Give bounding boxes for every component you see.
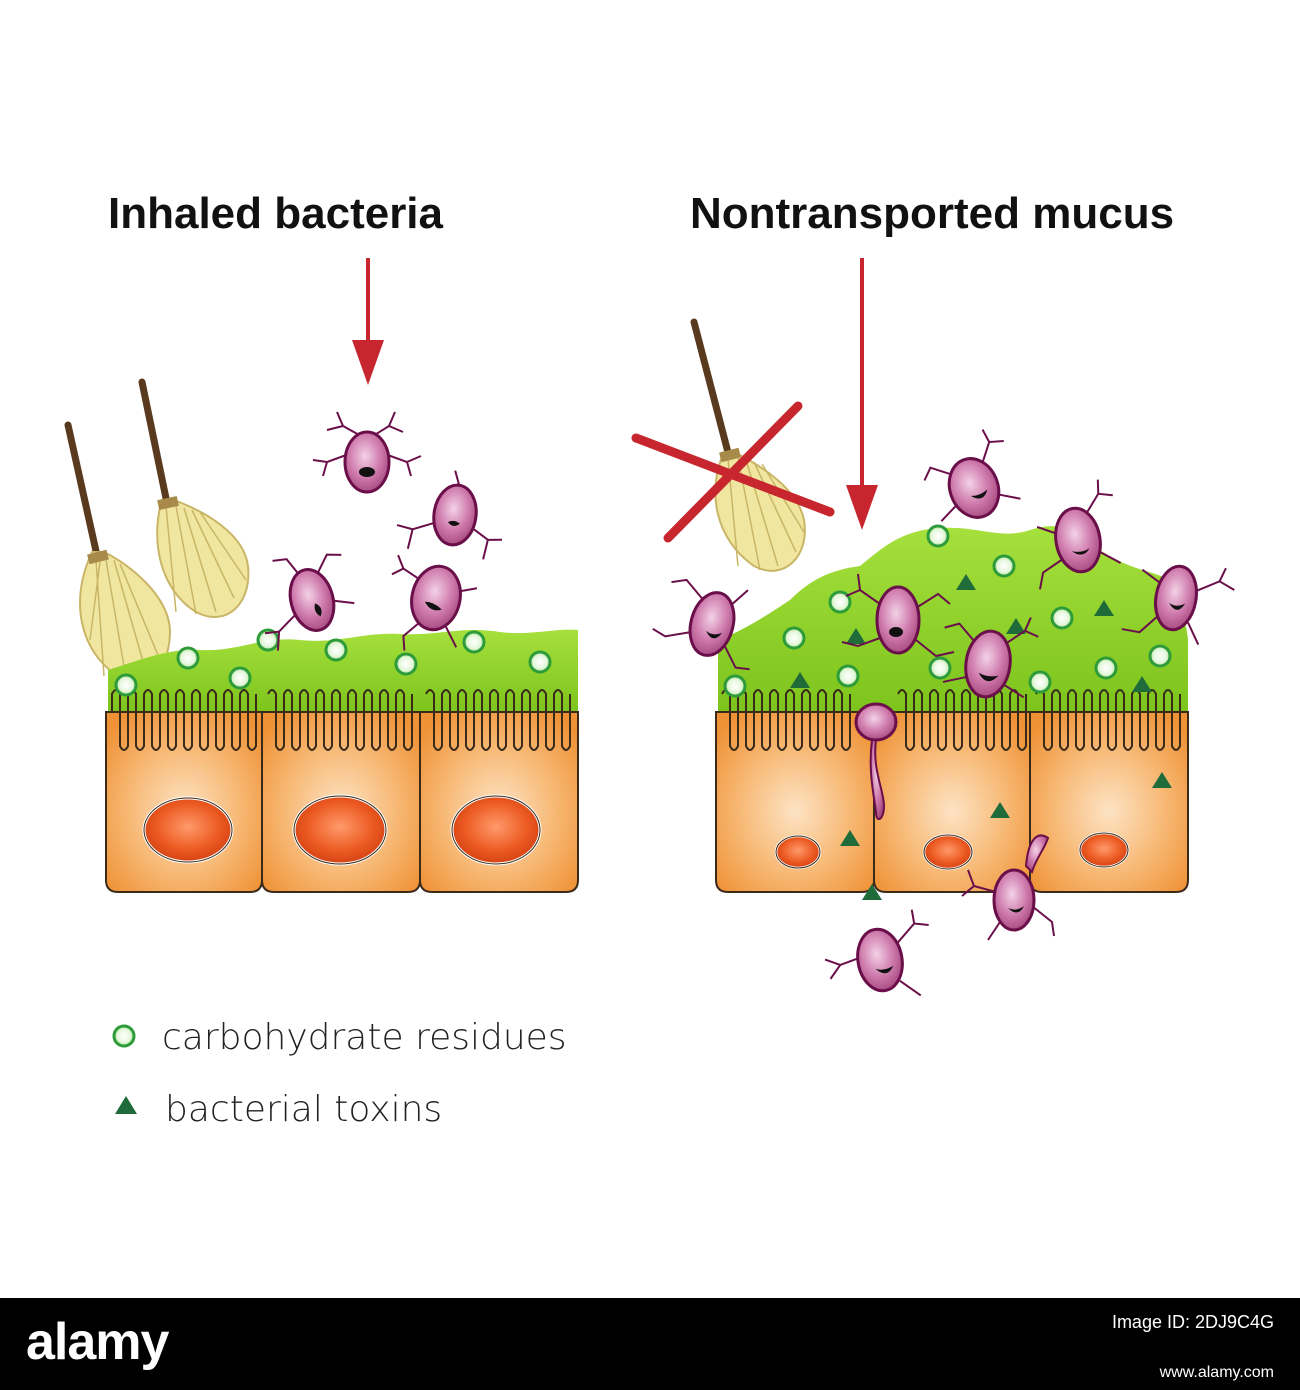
site-url: www.alamy.com — [1159, 1364, 1274, 1381]
bacterial-toxins — [790, 574, 1172, 900]
bacterium — [824, 909, 929, 997]
bacterium — [652, 578, 750, 671]
cross-icon — [631, 401, 835, 543]
bacterium-invading — [854, 702, 898, 821]
svg-text:a: a — [194, 765, 202, 781]
right-panel: a a a — [631, 318, 1235, 997]
title-nontransported-mucus: Nontransported mucus — [690, 189, 1174, 238]
epithelial-cell: a — [419, 711, 579, 893]
carbohydrate-residue-icon — [112, 1024, 136, 1048]
arrow-left — [352, 258, 384, 385]
legend-label-toxins: bacterial toxins — [165, 1089, 442, 1130]
legend-item-carbohydrate: carbohydrate residues — [112, 1017, 567, 1058]
bacterium-invading — [961, 834, 1055, 941]
carbohydrate-residues — [723, 524, 1172, 698]
carbohydrate-residues — [114, 628, 552, 697]
bacterium — [923, 429, 1021, 522]
broom-icon — [138, 378, 250, 618]
alamy-logo: alamy — [26, 1313, 169, 1371]
epithelial-cell: a — [873, 711, 1031, 893]
epithelial-cell: a — [1029, 711, 1189, 893]
mucociliary-diagram: Inhaled bacteria Nontransported mucus — [64, 189, 1235, 1130]
bacterium — [312, 411, 422, 494]
image-id: Image ID: 2DJ9C4G — [1111, 1312, 1274, 1332]
bacterium — [264, 553, 355, 651]
title-inhaled-bacteria: Inhaled bacteria — [108, 189, 444, 238]
svg-text:a: a — [944, 765, 952, 781]
broom-icon — [64, 421, 172, 683]
cilia — [111, 689, 571, 751]
epithelial-cell: a — [261, 711, 421, 893]
legend-item-toxins: bacterial toxins — [115, 1089, 442, 1130]
bacterial-toxin-icon — [115, 1096, 137, 1114]
arrow-right — [846, 258, 878, 530]
mucus-layer — [718, 526, 1188, 712]
epithelial-cell: a — [105, 711, 263, 893]
bacterium — [396, 470, 503, 560]
stock-footer: alamy Image ID: 2DJ9C4G www.alamy.com — [0, 1298, 1300, 1390]
broom-icon — [690, 318, 806, 572]
legend: carbohydrate residues bacterial toxins — [112, 1017, 567, 1130]
bacterium — [391, 554, 478, 651]
bacterium — [942, 617, 1039, 699]
svg-text:a: a — [346, 765, 354, 781]
svg-text:a: a — [1096, 765, 1104, 781]
legend-label-carbohydrate: carbohydrate residues — [162, 1017, 567, 1058]
bacterium — [1036, 479, 1122, 590]
bacterium — [1121, 564, 1235, 645]
svg-text:a: a — [794, 765, 802, 781]
svg-text:a: a — [490, 765, 498, 781]
left-panel: a a a — [64, 378, 579, 893]
bacterium — [841, 573, 955, 658]
